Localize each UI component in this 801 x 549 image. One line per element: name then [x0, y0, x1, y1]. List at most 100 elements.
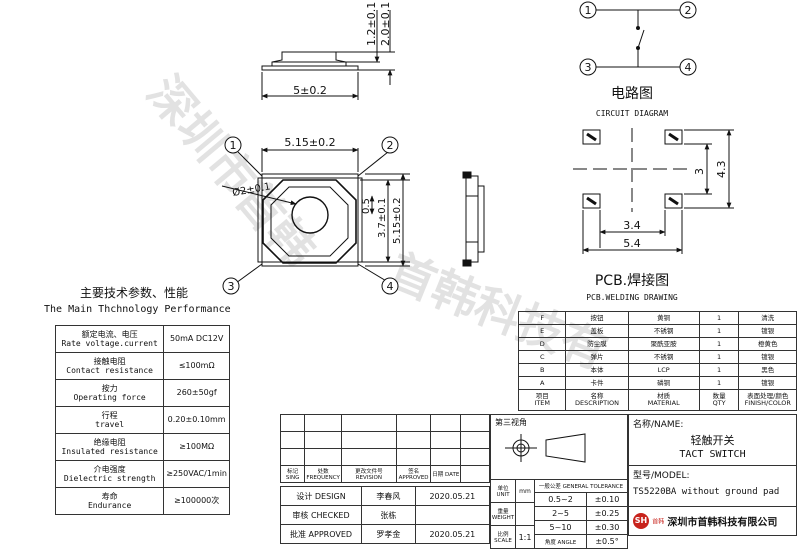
pin-4-marker — [381, 277, 399, 295]
pcb-dim-43: 4.3 — [715, 161, 728, 179]
table-cell: B — [517, 363, 567, 377]
table-cell: 清洗 — [738, 311, 797, 325]
table-cell: 1 — [698, 350, 740, 364]
table-row: 设计 DESIGN 李春风 2020.05.21 — [279, 486, 491, 506]
pin-1-marker — [224, 136, 242, 154]
table-cell: 按钮 — [565, 311, 629, 325]
svg-text:4: 4 — [685, 61, 692, 74]
table-cell: 防尘膜 — [565, 337, 629, 351]
model-value: TS5220BA without ground pad — [633, 487, 780, 497]
revision-header-row: 标记 SING 处数 FREQUENCY 更改文件号 REVISION 签名 A… — [279, 465, 490, 483]
name-label: 名称/NAME: — [633, 420, 684, 430]
table-cell: 1 — [698, 376, 740, 390]
table-cell: 聚酰亚胺 — [627, 337, 700, 351]
table-cell: 1 — [698, 337, 740, 351]
pcb-title-cn: PCB.焊接图 — [595, 272, 669, 289]
table-cell: LCP — [627, 363, 700, 377]
table-row: 批准 APPROVED 罗孝金 2020.05.21 — [279, 524, 491, 544]
top-view — [221, 147, 410, 284]
approval-table: 设计 DESIGN 李春风 2020.05.21 审核 CHECKED 张栋 批… — [279, 486, 491, 544]
revision-grid: 标记 SING 处数 FREQUENCY 更改文件号 REVISION 签名 A… — [279, 414, 490, 483]
table-cell: 镀银 — [738, 350, 797, 364]
svg-text:4: 4 — [387, 280, 394, 293]
table-cell: 不锈钢 — [627, 324, 700, 338]
table-cell: 1 — [698, 311, 740, 325]
table-cell: 1 — [698, 363, 740, 377]
svg-text:3: 3 — [228, 280, 235, 293]
projection-scale-box: 第三视角 单位 UNIT mm 一般公差 GENERAL TOLERANCE 0… — [490, 414, 628, 549]
pcb-dim-34: 3.4 — [623, 219, 641, 232]
table-cell: 弹片 — [565, 350, 629, 364]
table-cell: A — [517, 376, 567, 390]
dim-travel: 0.5 — [361, 198, 372, 214]
table-cell: 盖板 — [565, 324, 629, 338]
dim-height-1: 1.2±0.1 — [365, 2, 378, 46]
svg-text:1: 1 — [585, 4, 592, 17]
dim-width: 5±0.2 — [293, 84, 327, 97]
table-row: 审核 CHECKED 张栋 — [279, 505, 491, 525]
dim-body-height: 5.15±0.2 — [392, 197, 403, 244]
side-profile-view — [261, 10, 395, 100]
pcb-dim-54: 5.4 — [623, 237, 641, 250]
company-name: 深圳市首韩科技有限公司 — [667, 517, 778, 529]
company-logo-icon: SH — [633, 513, 649, 529]
table-cell: 镀银 — [738, 324, 797, 338]
part-name-cn: 轻触开关 — [690, 434, 735, 447]
pcb-dim-3: 3 — [693, 168, 706, 175]
projection-label: 第三视角 — [490, 414, 628, 480]
svg-text:1: 1 — [230, 139, 237, 152]
pin-3-marker — [222, 277, 240, 295]
table-cell: C — [517, 350, 567, 364]
table-cell: 磷铜 — [627, 376, 700, 390]
table-cell: 黑色 — [738, 363, 797, 377]
part-info-box: 名称/NAME: 轻触开关 TACT SWITCH 型号/MODEL: TS52… — [628, 414, 797, 536]
pcb-pad-layout — [573, 128, 734, 254]
circuit-title-en: CIRCUIT DIAGRAM — [596, 109, 668, 118]
table-cell: D — [517, 337, 567, 351]
table-cell: 黄铜 — [627, 311, 700, 325]
performance-title-en: The Main Thchnology Performance — [44, 304, 231, 315]
circuit-title-cn: 电路图 — [611, 86, 653, 102]
model-label: 型号/MODEL: — [633, 471, 690, 481]
svg-text:2: 2 — [685, 4, 692, 17]
table-cell: 橙黄色 — [738, 337, 797, 351]
pin-2-marker — [381, 136, 399, 154]
table-cell: 1 — [698, 324, 740, 338]
table-cell: 不锈钢 — [627, 350, 700, 364]
svg-text:2: 2 — [387, 139, 394, 152]
table-cell: 卡件 — [565, 376, 629, 390]
table-cell: E — [517, 324, 567, 338]
svg-text:3: 3 — [585, 61, 592, 74]
pcb-title-en: PCB.WELDING DRAWING — [586, 293, 678, 302]
table-cell: F — [517, 311, 567, 325]
table-cell: 镀银 — [738, 376, 797, 390]
dim-height-2: 2.0±0.1 — [379, 2, 392, 46]
dim-body-width: 5.15±0.2 — [284, 136, 335, 149]
performance-title-cn: 主要技术参数、性能 — [80, 286, 189, 300]
circuit-diagram — [579, 1, 697, 76]
table-cell: 本体 — [565, 363, 629, 377]
